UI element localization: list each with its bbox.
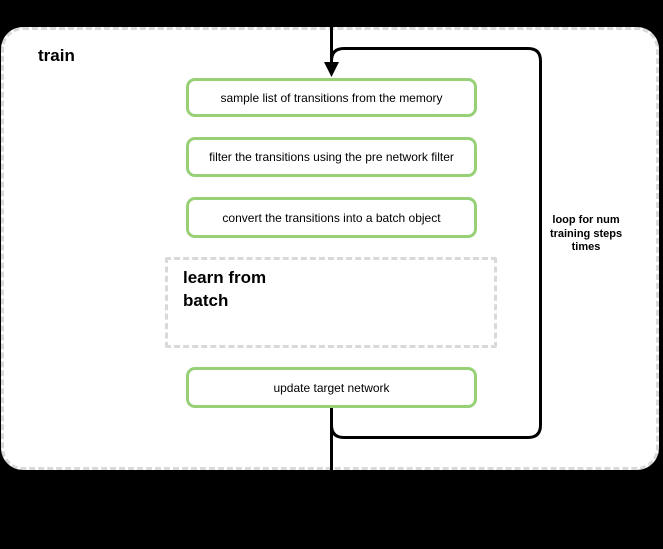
loop-annotation-label: loop for num training steps times	[549, 214, 623, 253]
step-convert-batch: convert the transitions into a batch obj…	[186, 197, 477, 238]
step-update-target-network: update target network	[186, 367, 477, 408]
step-sample-transitions: sample list of transitions from the memo…	[186, 78, 477, 117]
container-title: train	[38, 46, 75, 65]
subprocess-learn-from-batch: learn from batch	[165, 257, 497, 348]
step-filter-transitions: filter the transitions using the pre net…	[186, 137, 477, 177]
